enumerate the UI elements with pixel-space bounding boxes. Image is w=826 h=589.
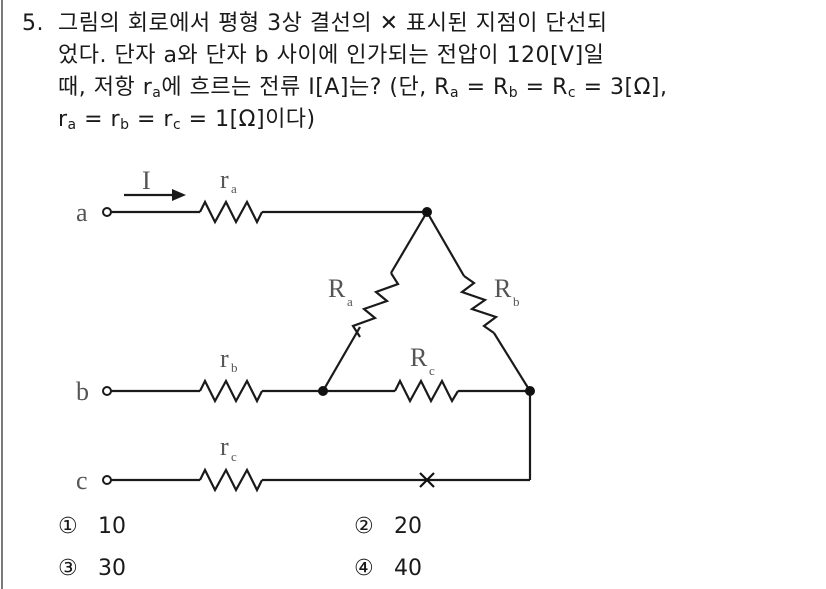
svg-text:r: r	[220, 344, 229, 373]
svg-text:I: I	[142, 166, 151, 195]
resistor-Rc	[394, 378, 459, 404]
resistor-Ra	[351, 272, 400, 338]
resistor-Rb	[459, 275, 499, 334]
resistor-ra	[199, 199, 263, 225]
svg-text:R: R	[328, 274, 346, 303]
terminal-b-icon	[102, 386, 112, 396]
question-line-1: 5.그림의 회로에서 평형 3상 결선의 ✕ 표시된 지점이 단선되	[22, 8, 812, 40]
break-mark-icon	[419, 472, 435, 488]
svg-text:b: b	[231, 360, 238, 375]
page-left-border	[1, 0, 3, 589]
node-top-icon	[422, 207, 432, 217]
resistor-rc	[199, 467, 263, 493]
svg-text:R: R	[410, 343, 428, 372]
question-number: 5.	[22, 11, 44, 36]
resistor-rb	[199, 378, 263, 404]
node-left-icon	[318, 386, 328, 396]
svg-text:c: c	[76, 466, 88, 495]
svg-text:c: c	[429, 363, 435, 378]
svg-text:a: a	[231, 181, 237, 196]
svg-text:b: b	[76, 377, 89, 406]
svg-text:a: a	[347, 294, 353, 309]
svg-text:R: R	[494, 274, 512, 303]
svg-text:a: a	[76, 198, 88, 227]
question-line-3: 때, 저항 ra에 흐르는 전류 I[A]는? (단, Ra = Rb = Rc…	[58, 75, 668, 101]
question-line-4: ra = rb = rc = 1[Ω]이다)	[58, 107, 316, 133]
svg-text:r: r	[220, 165, 229, 194]
question-text: 5.그림의 회로에서 평형 3상 결선의 ✕ 표시된 지점이 단선되 었다. 단…	[22, 8, 812, 136]
node-right-icon	[525, 386, 535, 396]
question-line-2: 었다. 단자 a와 단자 b 사이에 인가되는 전압이 120[V]일	[58, 43, 605, 68]
svg-text:r: r	[220, 432, 229, 461]
terminal-a-icon	[102, 207, 112, 217]
terminal-c-icon	[102, 475, 112, 485]
current-arrow-icon	[172, 189, 186, 201]
svg-text:b: b	[513, 294, 520, 309]
svg-text:c: c	[231, 449, 237, 464]
